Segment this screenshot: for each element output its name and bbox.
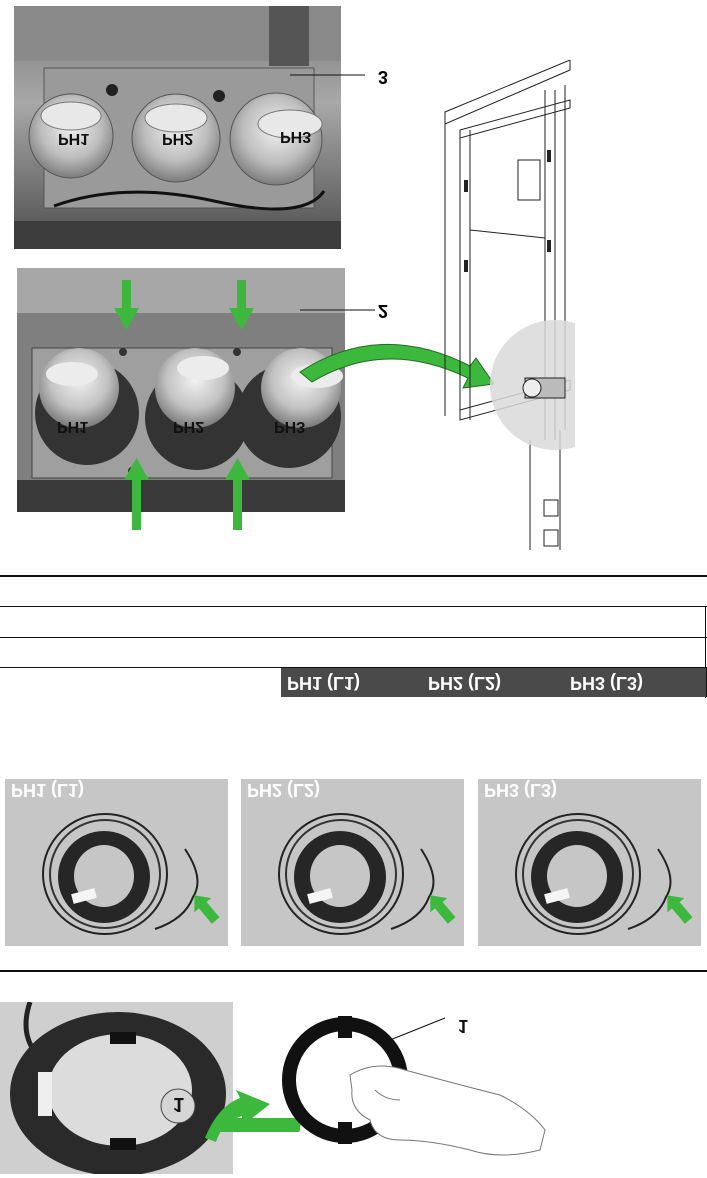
table-rule (0, 606, 707, 607)
callout-2: 2 (378, 301, 389, 321)
table-rule (0, 667, 707, 668)
ct-photo-ph2: PH2 (L2) (241, 779, 464, 946)
divider (0, 970, 707, 972)
callout-3: 3 (378, 67, 389, 87)
ct-photo-label: PH2 (L2) (247, 780, 321, 800)
leader-line (290, 74, 365, 76)
ct-photo-label: PH1 (L1) (11, 780, 85, 800)
green-arrows (114, 280, 495, 530)
busbar-photo-top: PH1 PH2 PH3 (14, 6, 341, 249)
phase-label: PH1 (58, 130, 89, 147)
phase-label: PH3 (274, 418, 305, 435)
divider (0, 575, 707, 577)
ct-closeup-photo: 1 (0, 1002, 233, 1174)
ct-photo-label: PH3 (L3) (484, 780, 558, 800)
phase-label: PH2 (162, 130, 193, 147)
ct-photo-ph1: PH1 (L1) (5, 779, 228, 946)
table-header-cell: PH2 (L2) (428, 673, 502, 693)
ct-photo-ph3: PH3 (L3) (478, 779, 701, 946)
table-border (705, 606, 706, 698)
busbar-photo-middle: PH1 PH2 PH3 (17, 268, 345, 512)
phase-label: PH1 (57, 418, 88, 435)
ct-orientation-drawing: 1 (205, 1016, 546, 1156)
callout-1-photo: 1 (173, 1093, 184, 1115)
cabinet-drawing (444, 60, 575, 550)
leader-line (300, 309, 375, 311)
table-header: PH1 (L1) PH2 (L2) PH3 (L3) (281, 668, 707, 697)
phase-label: PH3 (280, 128, 311, 145)
callout-1-drawing: 1 (458, 1016, 468, 1036)
table-rule (0, 637, 707, 638)
table-header-cell: PH3 (L3) (570, 673, 644, 693)
phase-label: PH2 (173, 418, 204, 435)
table-header-cell: PH1 (L1) (287, 673, 361, 693)
